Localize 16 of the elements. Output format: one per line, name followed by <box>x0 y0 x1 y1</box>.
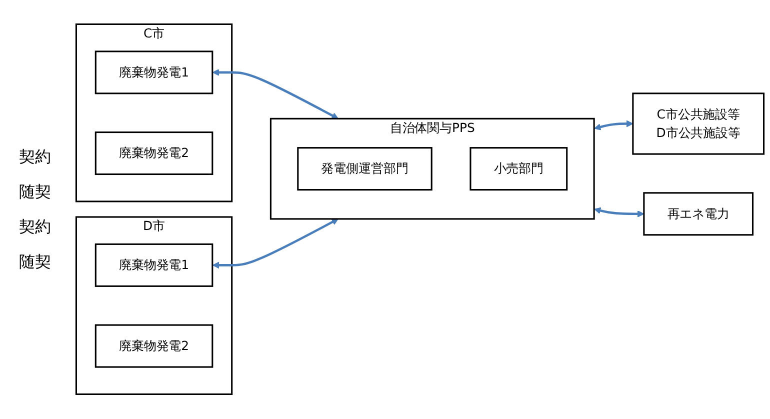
arrow <box>594 208 644 218</box>
arrow <box>594 120 634 131</box>
note-text: 契約 <box>19 216 51 238</box>
node-box: 廃棄物発電2 <box>94 324 214 368</box>
node-box: 再エネ電力 <box>643 192 754 236</box>
note-text: 随契 <box>19 182 51 202</box>
node-box: 廃棄物発電1 <box>94 50 214 94</box>
node-box: 廃棄物発電1 <box>94 244 214 288</box>
note-text: 随契 <box>19 252 51 272</box>
node-box: 廃棄物発電2 <box>94 132 214 176</box>
node-box: C市公共施設等 D市公共施設等 <box>632 92 765 156</box>
node-box: 発電側運営部門 <box>297 147 432 191</box>
node-box: 小売部門 <box>470 147 568 191</box>
arrow <box>212 69 338 120</box>
note-text: 契約 <box>19 146 51 168</box>
arrow <box>212 218 338 269</box>
